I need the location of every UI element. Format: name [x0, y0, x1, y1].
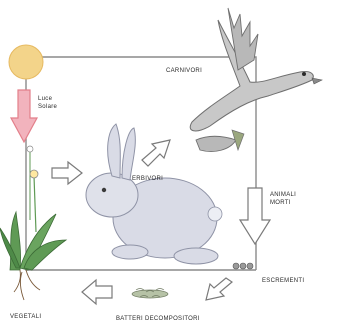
label-carnivores: CARNIVORI: [166, 68, 202, 74]
label-decomposers: BATTERI DECOMPOSITORI: [116, 316, 200, 322]
bacteria-icon: [132, 289, 168, 299]
label-sun: Luce Solare: [38, 96, 58, 110]
sun-icon: [9, 45, 43, 79]
droppings-icon: [233, 263, 253, 269]
arrow-carnivores-to-dead-animals: [240, 188, 270, 244]
sunlight-arrow: [11, 90, 37, 142]
label-sun-line1: Luce: [38, 96, 53, 102]
label-herbivores: ERBIVORI: [132, 176, 163, 182]
arrow-decomposers-to-plants: [82, 280, 112, 304]
label-sun-line2: Solare: [38, 104, 58, 110]
arrow-excrement-to-decomposers: [206, 278, 232, 300]
arrow-herbivores-to-carnivores: [142, 140, 170, 166]
arrow-plants-to-herbivores: [52, 162, 82, 184]
label-plants: VEGETALI: [10, 314, 41, 320]
label-dead-animals: ANIMALI MORTI: [270, 192, 298, 206]
label-excrement: ESCREMENTI: [262, 278, 304, 284]
label-dead-animals-line2: MORTI: [270, 200, 291, 206]
label-dead-animals-line1: ANIMALI: [270, 192, 296, 198]
